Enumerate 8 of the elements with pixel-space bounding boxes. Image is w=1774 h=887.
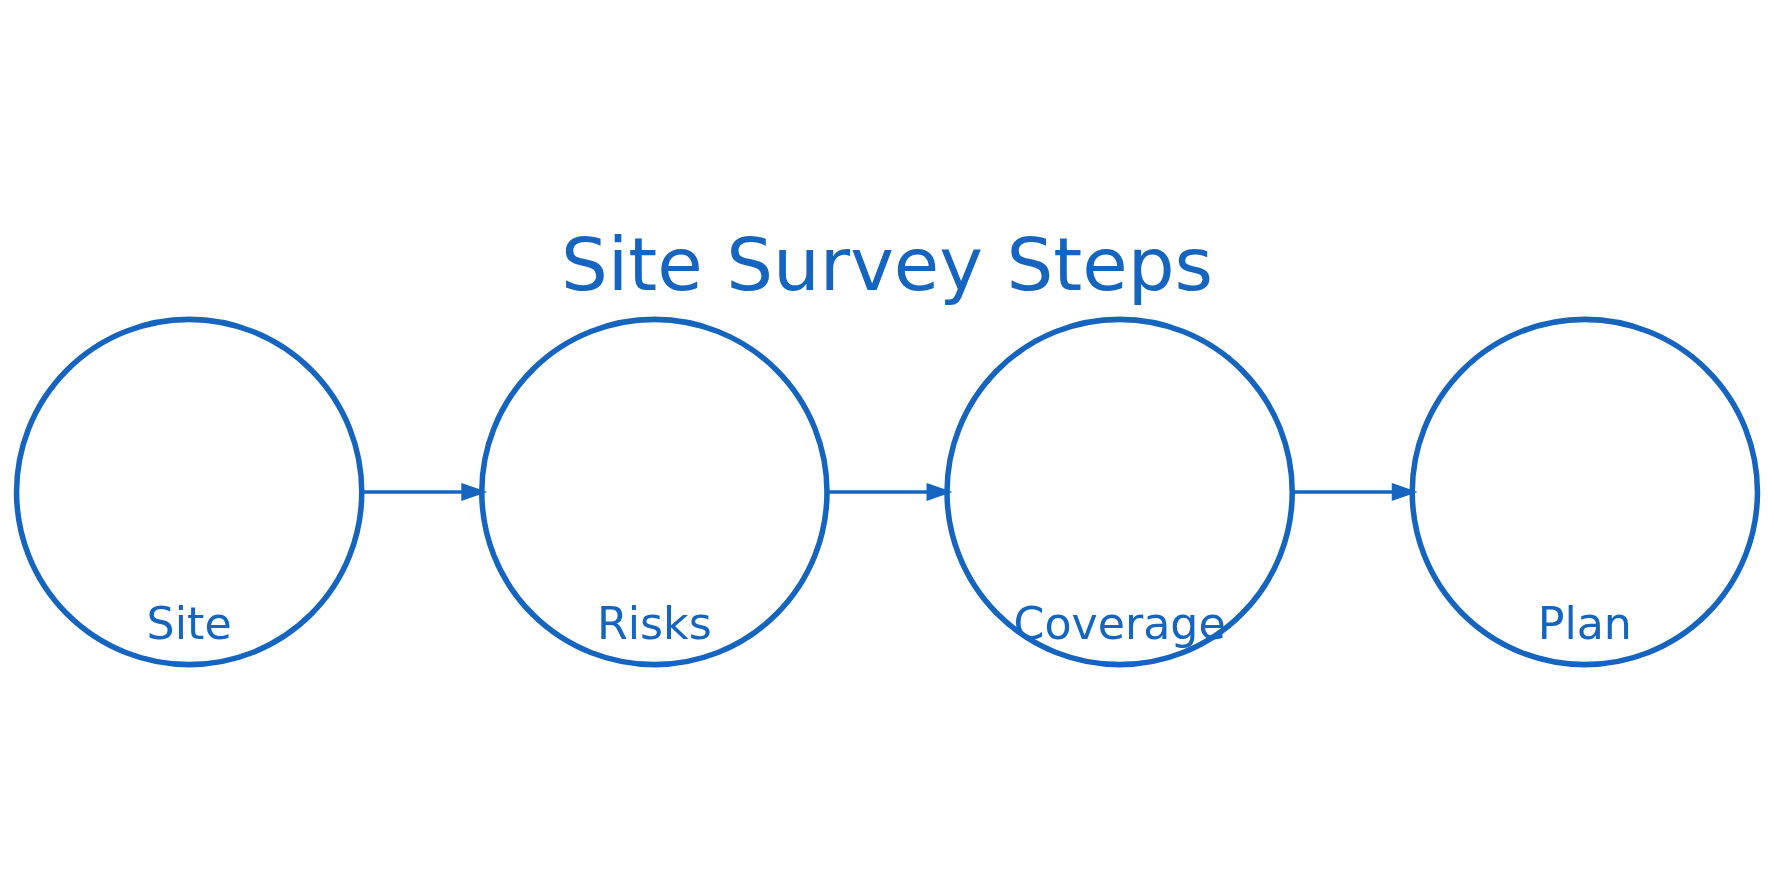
node-circle: Plan — [1409, 316, 1761, 667]
node-circle: Site — [13, 316, 365, 667]
diagram-title: Site Survey Steps — [560, 220, 1214, 307]
arrow — [827, 482, 953, 501]
arrow — [362, 482, 488, 501]
arrow — [1292, 482, 1418, 501]
node-circle: Coverage — [944, 316, 1295, 667]
node-circle: Risks — [479, 316, 830, 667]
